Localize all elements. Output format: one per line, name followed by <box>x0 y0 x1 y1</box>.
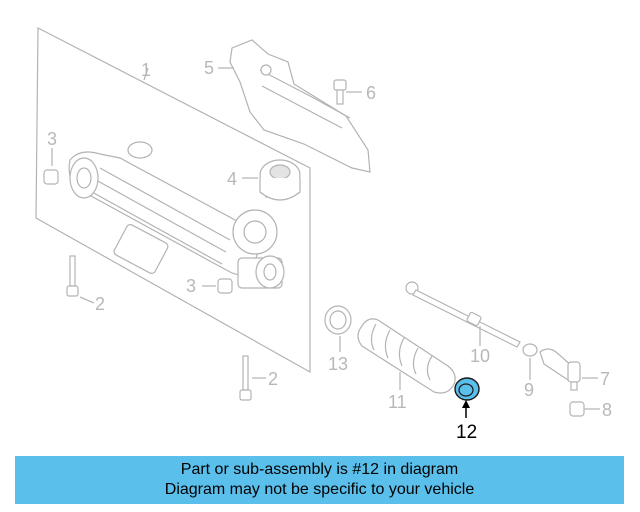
callout-7: 7 <box>600 369 610 389</box>
callout-10: 10 <box>470 346 490 366</box>
callout-4: 4 <box>227 169 237 189</box>
banner-line-disclaimer: Diagram may not be specific to your vehi… <box>164 481 475 498</box>
callout-13: 13 <box>328 354 348 374</box>
clamp-part-12-highlighted <box>454 377 480 401</box>
steering-rack-housing <box>68 141 285 289</box>
bushing-part-3-upper <box>43 169 59 185</box>
mount-part-4 <box>259 159 301 201</box>
bolt-part-6 <box>333 79 347 105</box>
callout-5: 5 <box>204 58 214 78</box>
callout-2-lower: 2 <box>268 369 278 389</box>
callout-6: 6 <box>366 83 376 103</box>
boot-part-11 <box>357 318 456 394</box>
ring-part-9 <box>522 343 538 357</box>
callout-9: 9 <box>524 380 534 400</box>
inner-tie-rod-part-10 <box>405 281 521 348</box>
callout-leaders <box>51 67 600 418</box>
bolt-part-2-upper <box>66 255 79 297</box>
callout-8: 8 <box>602 400 612 420</box>
callout-1: 1 <box>141 60 151 80</box>
tie-rod-end-part-7 <box>539 348 581 391</box>
bushing-part-3-lower <box>217 278 233 294</box>
callout-11: 11 <box>388 392 407 412</box>
nut-part-8 <box>569 401 585 417</box>
bracket-part-5 <box>229 39 371 173</box>
banner-line-part: Part or sub-assembly is #12 in diagram <box>180 461 459 478</box>
parts-diagram: 1 5 6 3 4 3 2 2 13 11 10 9 7 8 12 <box>35 27 612 443</box>
bolt-part-2-lower <box>239 355 252 401</box>
clamp-part-13 <box>324 305 352 335</box>
callout-2-upper: 2 <box>95 294 105 314</box>
callout-3-upper: 3 <box>47 129 57 149</box>
callout-12-highlighted: 12 <box>456 422 477 443</box>
callout-3-lower: 3 <box>186 276 196 296</box>
info-banner: Part or sub-assembly is #12 in diagram D… <box>15 456 624 504</box>
